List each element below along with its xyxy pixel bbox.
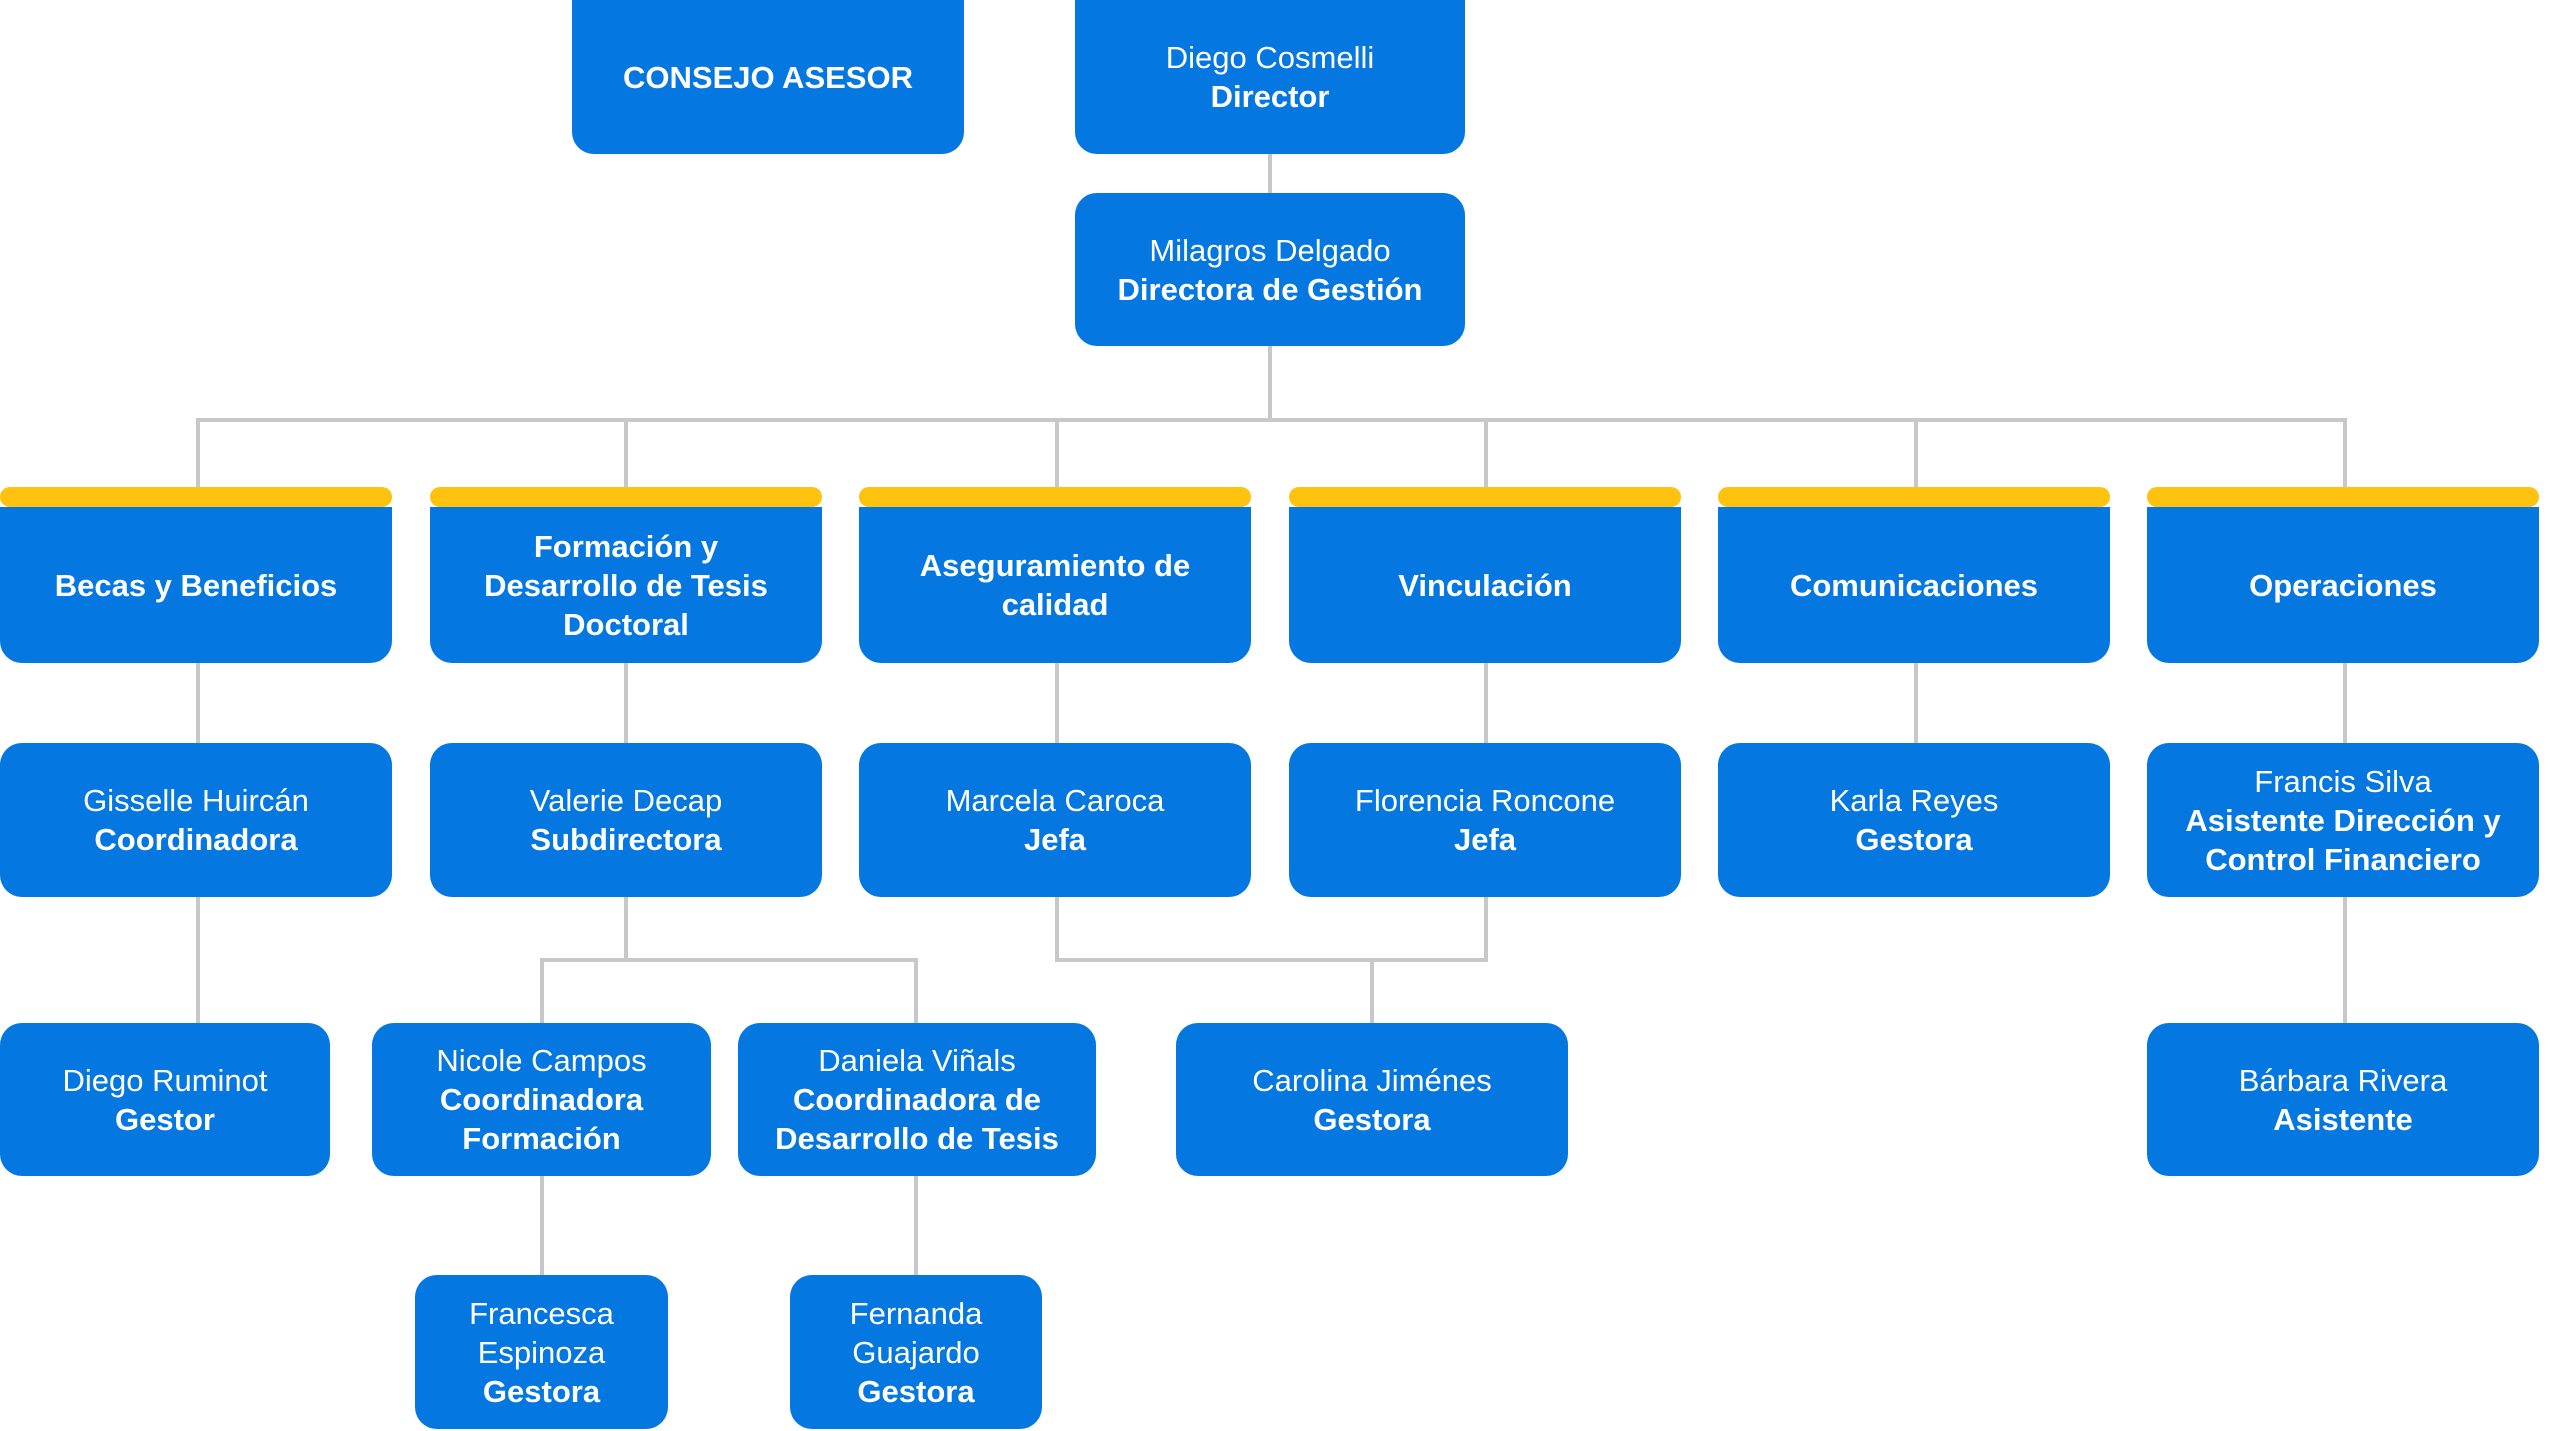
connector-dept-4 [1484,420,1488,488]
connector-dept-2 [624,420,628,488]
dept-accent-bar [1718,487,2110,507]
connector-lead-1 [196,663,200,743]
person-name: Fernanda Guajardo [849,1295,983,1370]
person-box-karla: Karla Reyes Gestora [1718,743,2110,897]
person-name: Daniela Viñals [818,1043,1016,1078]
person-role: Gestora [1855,822,1973,857]
dept-accent-bar [1289,487,1681,507]
person-box-francis: Francis Silva Asistente Dirección y Cont… [2147,743,2539,897]
person-box-nicole: Nicole Campos Coordinadora Formación [372,1023,711,1176]
connector-lead-3 [1055,663,1059,743]
person-box-diego-ruminot: Diego Ruminot Gestor [0,1023,330,1176]
dept-accent-bar [0,487,392,507]
council-label: CONSEJO ASESOR [623,59,913,95]
person-role: Gestora [1313,1101,1431,1137]
person-name: Francis Silva [2254,763,2432,799]
person-role: Asistente Dirección y Control Financiero [2185,802,2501,877]
dept-accent-bar [2147,487,2539,507]
person-name: Diego Ruminot [62,1062,268,1098]
connector-valerie-bracket [624,897,628,960]
management-role: Directora de Gestión [1117,271,1423,307]
dept-formacion-box: Formación y Desarrollo de Tesis Doctoral [430,507,822,663]
person-box-fernanda: Fernanda Guajardo Gestora [790,1275,1042,1429]
connector-dept-1 [196,420,200,488]
person-name: Bárbara Rivera [2238,1062,2448,1098]
dept-label: Becas y Beneficios [54,567,338,603]
connector-director-management [1268,154,1272,194]
director-name: Diego Cosmelli [1165,40,1375,75]
person-role: Gestor [115,1101,215,1137]
connector-management-bus [1268,346,1272,422]
connector-department-bus [196,418,2347,422]
connector-to-daniela [914,960,918,1023]
person-role: Subdirectora [530,822,722,857]
person-name: Gisselle Huircán [83,783,309,818]
dept-label: Operaciones [2249,567,2437,603]
connector-marcela-down [1055,897,1059,960]
dept-becas-box: Becas y Beneficios [0,507,392,663]
dept-label: Aseguramiento de calidad [919,548,1191,622]
dept-label: Comunicaciones [1789,567,2039,603]
person-name: Karla Reyes [1829,783,1999,818]
management-name: Milagros Delgado [1149,232,1391,268]
connector-florencia-down [1484,897,1488,960]
connector-dept-3 [1055,420,1059,488]
dept-label: Vinculación [1398,567,1572,603]
person-role: Coordinadora [94,822,298,857]
person-box-gisselle: Gisselle Huircán Coordinadora [0,743,392,897]
dept-label: Formación y Desarrollo de Tesis Doctoral [484,528,768,642]
connector-to-nicole [540,960,544,1023]
person-name: Valerie Decap [529,783,723,818]
council-box: CONSEJO ASESOR [572,0,964,154]
connector-dept-5 [1914,420,1918,488]
director-box: Diego Cosmelli Director [1075,0,1465,154]
person-box-carolina: Carolina Jiménes Gestora [1176,1023,1568,1176]
person-name: Florencia Roncone [1354,783,1616,818]
connector-quality-link-bracket [1055,958,1488,962]
person-name: Francesca Espinoza [469,1295,614,1370]
person-box-marcela: Marcela Caroca Jefa [859,743,1251,897]
connector-lead-6 [2343,663,2347,743]
person-role: Gestora [482,1373,601,1409]
connector-francis-barbara [2343,897,2347,1023]
connector-lead-2 [624,663,628,743]
person-role: Coordinadora Formación [439,1082,644,1156]
person-name: Marcela Caroca [945,783,1165,818]
person-box-daniela: Daniela Viñals Coordinadora de Desarroll… [738,1023,1096,1176]
dept-vinculacion-box: Vinculación [1289,507,1681,663]
management-box: Milagros Delgado Directora de Gestión [1075,193,1465,346]
director-role: Director [1210,79,1330,114]
person-name: Carolina Jiménes [1252,1062,1492,1098]
dept-accent-bar [430,487,822,507]
connector-daniela-fernanda [914,1176,918,1276]
person-box-barbara: Bárbara Rivera Asistente [2147,1023,2539,1176]
connector-dept-6 [2343,420,2347,488]
person-role: Asistente [2273,1101,2413,1137]
person-role: Coordinadora de Desarrollo de Tesis [775,1082,1059,1156]
person-role: Jefa [1023,822,1087,857]
dept-operaciones-box: Operaciones [2147,507,2539,663]
person-box-florencia: Florencia Roncone Jefa [1289,743,1681,897]
person-role: Jefa [1453,822,1517,857]
connector-gisselle-diego [196,897,200,1023]
connector-lead-4 [1484,663,1488,743]
dept-comunicaciones-box: Comunicaciones [1718,507,2110,663]
connector-nicole-francesca [540,1176,544,1276]
connector-to-carolina [1370,960,1374,1023]
person-box-francesca: Francesca Espinoza Gestora [415,1275,668,1429]
dept-accent-bar [859,487,1251,507]
dept-calidad-box: Aseguramiento de calidad [859,507,1251,663]
person-name: Nicole Campos [436,1043,647,1078]
person-box-valerie: Valerie Decap Subdirectora [430,743,822,897]
person-role: Gestora [857,1373,975,1409]
connector-valerie-bracket-h [540,958,918,962]
connector-lead-5 [1914,663,1918,743]
